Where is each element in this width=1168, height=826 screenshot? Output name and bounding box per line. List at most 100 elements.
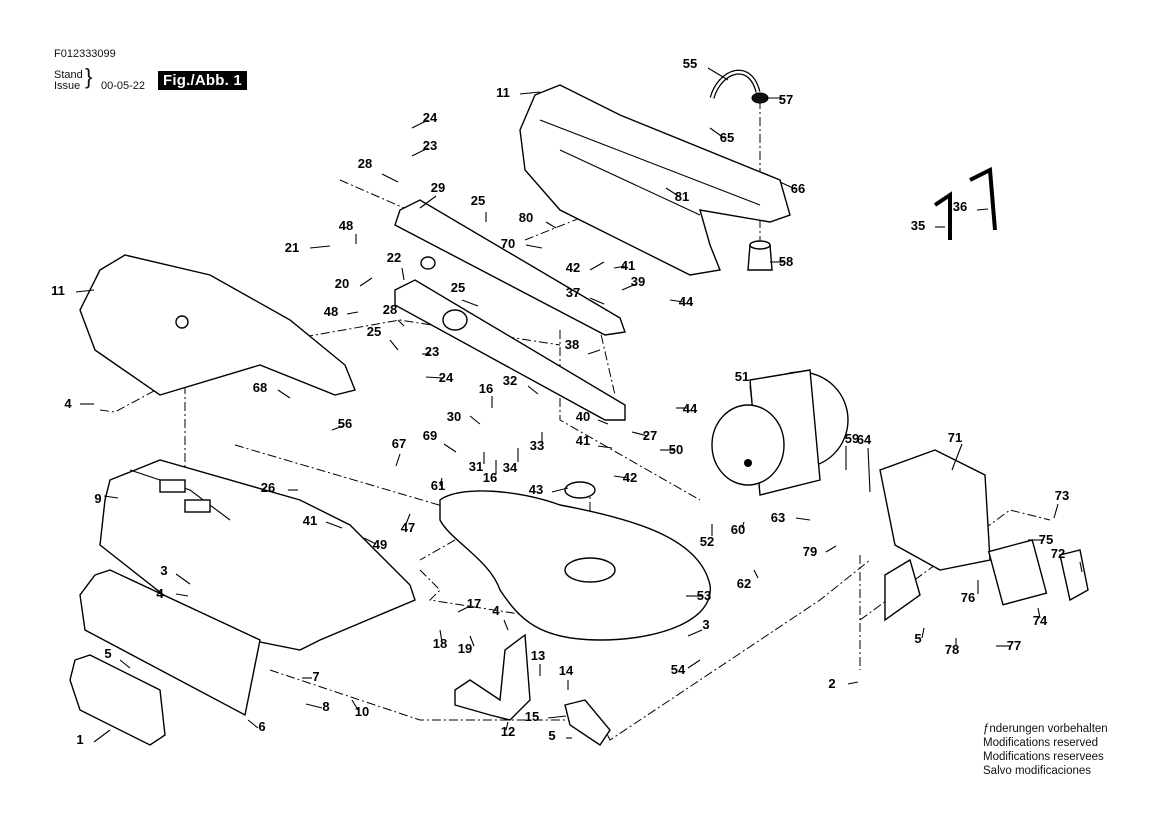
leader-line [395,453,401,467]
part-label-9: 9 [94,491,101,506]
leader-line [669,299,685,303]
part-label-65: 65 [720,130,734,145]
part-label-4: 4 [492,603,500,618]
part-label-33: 33 [530,438,544,453]
part-label-55: 55 [683,56,697,71]
part-label-48: 48 [324,304,338,319]
front-cover [69,569,261,746]
part-label-67: 67 [392,436,406,451]
part-label-22: 22 [387,250,401,265]
part-label-21: 21 [285,240,299,255]
part-label-77: 77 [1007,638,1021,653]
leader-line [707,67,729,81]
leader-line [753,569,759,579]
part-label-41: 41 [621,258,635,273]
part-label-79: 79 [803,544,817,559]
leader-line [749,385,753,403]
part-label-43: 43 [529,482,543,497]
part-label-34: 34 [503,460,518,475]
part-label-24: 24 [439,370,454,385]
leader-line [795,517,811,521]
part-label-6: 6 [258,719,265,734]
leader-line [405,513,411,525]
part-label-80: 80 [519,210,533,225]
part-label-8: 8 [322,699,329,714]
part-label-31: 31 [469,459,483,474]
part-label-52: 52 [700,534,714,549]
leader-line [119,659,131,669]
part-label-3: 3 [160,563,167,578]
leader-line [363,537,377,545]
part-label-57: 57 [779,92,793,107]
part-label-72: 72 [1051,546,1065,561]
leader-line [351,699,359,711]
leader-line [779,181,796,190]
part-label-36: 36 [953,199,967,214]
part-label-61: 61 [431,478,445,493]
leader-line [277,389,291,399]
part-label-14: 14 [559,663,574,678]
part-label-12: 12 [501,724,515,739]
leader-line [469,635,475,647]
part-label-28: 28 [358,156,372,171]
leader-line [346,311,359,315]
part-label-4: 4 [156,586,164,601]
part-label-25: 25 [367,324,381,339]
leader-line [305,703,323,709]
part-label-68: 68 [253,380,267,395]
table [439,481,711,641]
leader-line [175,573,191,585]
leader-line [709,127,725,139]
part-label-5: 5 [548,728,555,743]
leader-line [359,277,373,287]
part-label-28: 28 [383,302,397,317]
part-label-27: 27 [643,428,657,443]
part-label-4: 4 [64,396,72,411]
part-label-3: 3 [702,617,709,632]
leader-line [613,265,627,269]
part-label-16: 16 [479,381,493,396]
brace-glyph: } [85,64,93,89]
stand-issue-label: Stand Issue [54,70,83,92]
note-line: Salvo modificaciones [983,765,1092,777]
modification-notes: ƒnderungen vorbehalten Modifications res… [983,722,1108,778]
note-line: Modifications reservees [983,751,1104,763]
leader-line [1037,607,1041,619]
leader-line [976,208,989,211]
part-label-59: 59 [845,431,859,446]
leader-line [613,475,629,479]
document-number: F012333099 [54,48,116,60]
part-label-78: 78 [945,642,959,657]
part-label-69: 69 [423,428,437,443]
leader-line [621,283,637,291]
leader-line [589,261,605,271]
part-label-44: 44 [683,401,698,416]
leader-line [505,721,509,731]
part-label-64: 64 [857,432,872,447]
part-label-23: 23 [425,344,439,359]
part-label-74: 74 [1033,613,1048,628]
leader-line [741,521,745,529]
part-label-76: 76 [961,590,975,605]
part-label-49: 49 [373,537,387,552]
leader-line [921,627,925,639]
part-label-11: 11 [51,283,65,298]
part-label-1: 1 [76,732,83,747]
leader-line [381,173,399,183]
part-label-63: 63 [771,510,785,525]
part-label-23: 23 [423,138,437,153]
part-label-32: 32 [503,373,517,388]
part-label-37: 37 [566,285,580,300]
part-label-35: 35 [911,218,925,233]
part-label-20: 20 [335,276,349,291]
leader-line [461,299,479,307]
part-label-42: 42 [566,260,580,275]
leader-line [397,319,405,327]
part-label-7: 7 [312,669,319,684]
leader-line [411,119,429,129]
part-label-40: 40 [576,409,590,424]
leader-line [1053,503,1059,519]
leader-line [503,619,509,631]
part-label-38: 38 [565,337,579,352]
